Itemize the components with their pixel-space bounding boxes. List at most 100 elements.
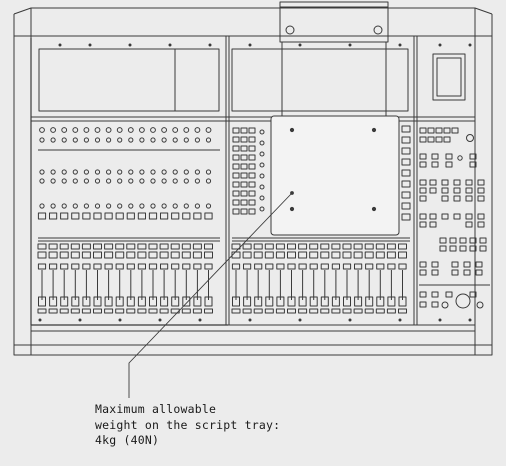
button <box>375 243 385 250</box>
button <box>243 263 252 270</box>
knob <box>50 203 56 209</box>
button <box>353 308 363 314</box>
knob <box>94 127 101 133</box>
button <box>342 263 352 270</box>
screw <box>348 43 352 47</box>
button <box>475 261 483 268</box>
screw <box>118 318 122 322</box>
button <box>115 212 124 220</box>
button <box>465 179 473 186</box>
button <box>81 308 91 314</box>
button <box>248 154 256 161</box>
button <box>37 308 47 314</box>
knob <box>172 203 178 209</box>
button <box>59 243 69 250</box>
button <box>320 243 330 250</box>
button <box>37 251 47 259</box>
button <box>240 163 248 170</box>
button <box>137 251 147 259</box>
knob <box>205 127 212 133</box>
button <box>401 213 411 221</box>
button <box>232 208 240 215</box>
fader-cap <box>171 296 180 307</box>
fader-cap <box>320 296 329 307</box>
knob <box>139 178 145 184</box>
button <box>253 251 263 259</box>
button <box>137 263 147 270</box>
knob <box>259 173 265 179</box>
button <box>401 136 411 144</box>
button <box>171 212 180 220</box>
knob <box>139 127 145 133</box>
knob <box>105 127 112 133</box>
button <box>419 269 427 276</box>
knob <box>259 206 265 212</box>
button <box>248 127 256 134</box>
button <box>320 308 330 314</box>
button <box>429 187 437 194</box>
knob <box>194 178 200 184</box>
fader-cap <box>93 296 102 307</box>
button <box>159 251 169 259</box>
button <box>71 212 80 220</box>
knob <box>117 137 123 143</box>
button <box>419 291 427 298</box>
fader-cap <box>115 296 124 307</box>
button <box>93 263 102 270</box>
knob <box>194 127 201 133</box>
button <box>148 263 158 270</box>
screw <box>438 318 442 322</box>
button <box>320 251 330 259</box>
screw <box>248 318 252 322</box>
button <box>298 243 308 250</box>
button <box>401 180 411 188</box>
button <box>431 153 439 160</box>
button <box>441 187 449 194</box>
knob <box>259 195 265 201</box>
knob <box>117 169 123 175</box>
button <box>240 136 248 143</box>
button <box>193 263 202 270</box>
fader-cap <box>149 296 157 307</box>
knob <box>476 301 484 309</box>
button <box>320 263 329 270</box>
button <box>248 199 256 206</box>
knob <box>83 169 90 175</box>
button <box>419 195 427 202</box>
knob <box>94 137 101 143</box>
button <box>232 190 240 197</box>
knob <box>128 169 134 175</box>
button <box>309 251 319 259</box>
knob <box>183 127 190 133</box>
button <box>445 161 453 168</box>
button <box>354 263 363 270</box>
button <box>253 243 263 250</box>
knob <box>61 127 68 133</box>
button <box>171 263 180 270</box>
button <box>49 263 58 270</box>
button <box>419 261 427 268</box>
button <box>248 181 256 188</box>
button <box>182 212 191 220</box>
button <box>81 251 91 259</box>
button <box>231 243 241 250</box>
button <box>104 212 113 220</box>
button <box>232 172 240 179</box>
knob <box>150 203 156 209</box>
button <box>93 308 102 314</box>
button <box>459 245 467 252</box>
knob <box>139 169 145 175</box>
button <box>342 308 352 314</box>
button <box>240 190 248 197</box>
button <box>240 154 248 161</box>
button <box>429 221 437 228</box>
console-body <box>13 7 493 356</box>
knob <box>259 129 265 135</box>
knob <box>128 203 134 209</box>
screw <box>248 43 252 47</box>
button <box>419 221 427 228</box>
button <box>443 127 451 134</box>
button <box>353 243 363 250</box>
button <box>148 243 158 250</box>
